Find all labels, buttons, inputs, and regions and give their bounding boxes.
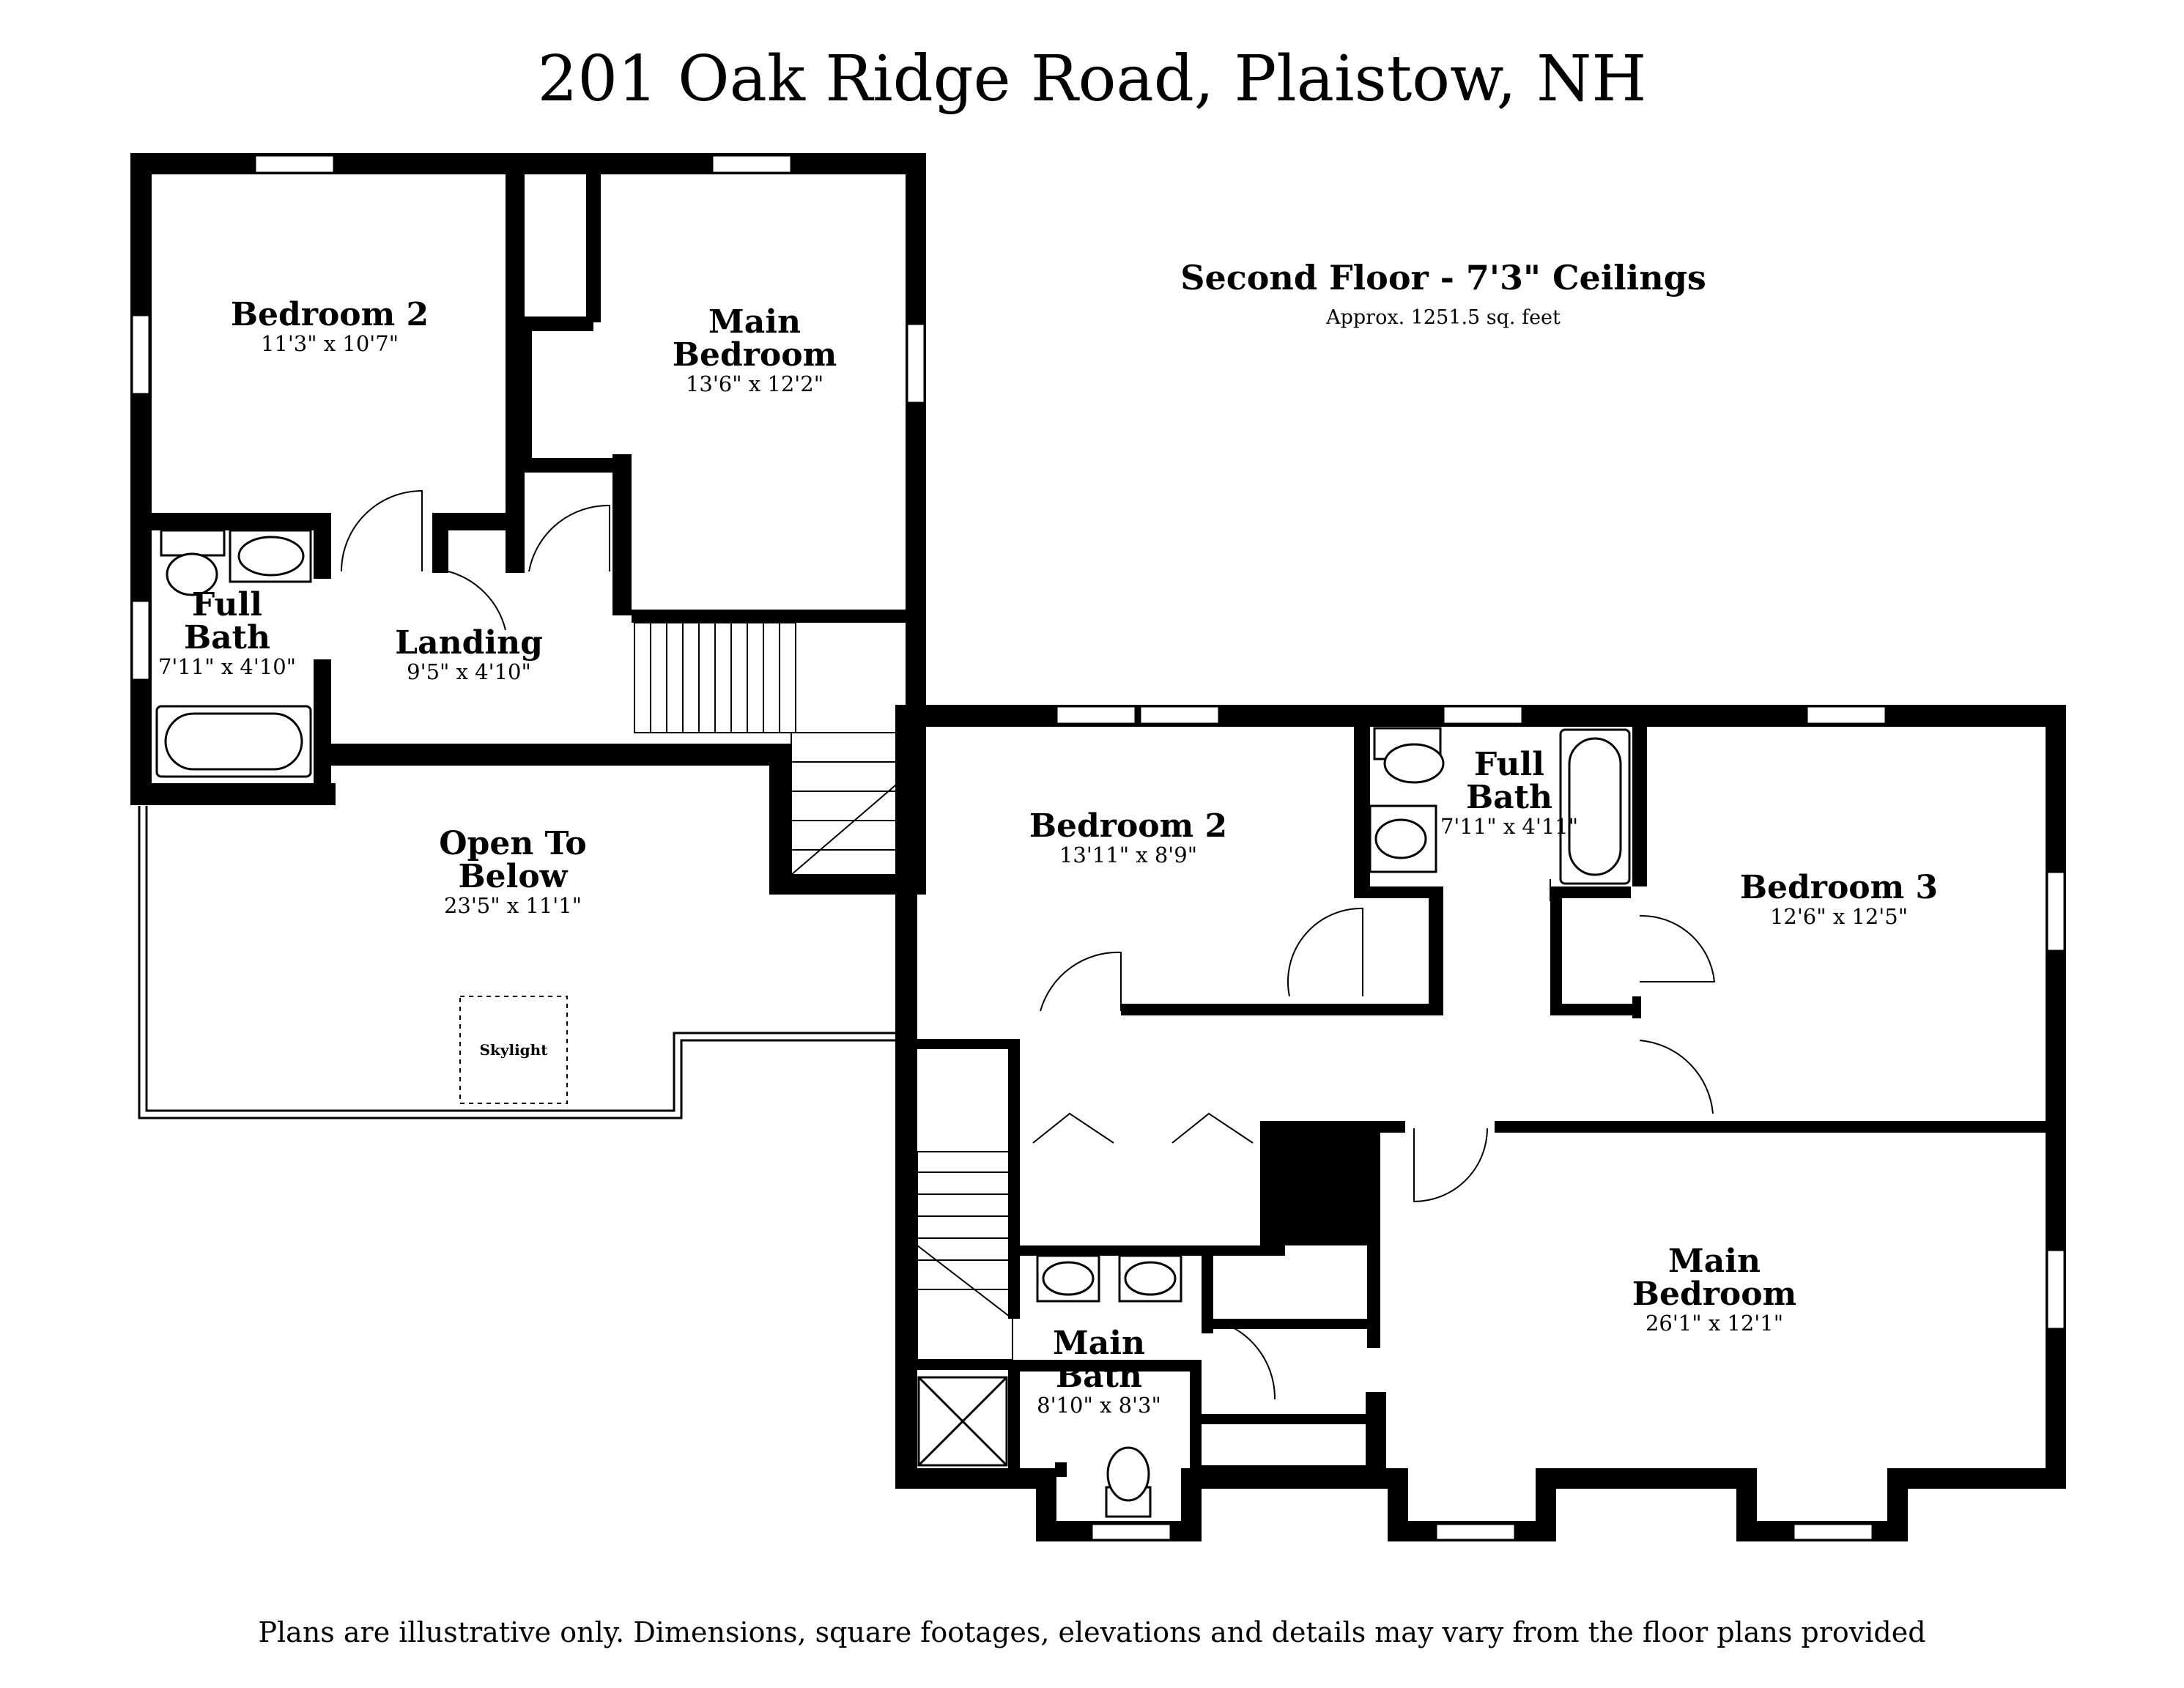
left-wing-windows bbox=[130, 154, 926, 681]
fixtures bbox=[155, 529, 1631, 1518]
page-title: 201 Oak Ridge Road, Plaistow, NH bbox=[537, 42, 1647, 116]
room-label-right-main-bedroom: Main Bedroom 26'1" x 12'1" bbox=[1632, 1243, 1797, 1336]
room-label-main-bath: Main Bath 8'10" x 8'3" bbox=[1037, 1325, 1161, 1418]
left-wing-walls bbox=[130, 153, 926, 895]
floor-title: Second Floor - 7'3" Ceilings bbox=[1180, 258, 1706, 297]
lower-stairs bbox=[917, 1151, 1013, 1361]
disclaimer-text: Plans are illustrative only. Dimensions,… bbox=[258, 1616, 1926, 1648]
room-label-left-main-bedroom: Main Bedroom 13'6" x 12'2" bbox=[672, 303, 837, 396]
room-label-right-full-bath: Full Bath 7'11" x 4'11" bbox=[1440, 746, 1579, 839]
open-to-below-outline bbox=[138, 806, 895, 1119]
floor-area: Approx. 1251.5 sq. feet bbox=[1326, 306, 1561, 329]
upper-stairs bbox=[634, 622, 906, 876]
room-label-open-to-below: Open To Below 23'5" x 11'1" bbox=[439, 825, 587, 918]
skylight-label: Skylight bbox=[479, 1041, 548, 1059]
room-label-right-bedroom-2: Bedroom 2 13'11" x 8'9" bbox=[1029, 807, 1228, 867]
room-label-left-full-bath: Full Bath 7'11" x 4'10" bbox=[158, 586, 297, 679]
room-label-landing: Landing 9'5" x 4'10" bbox=[395, 624, 543, 684]
room-label-left-bedroom-2: Bedroom 2 11'3" x 10'7" bbox=[230, 296, 429, 356]
room-label-bedroom-3: Bedroom 3 12'6" x 12'5" bbox=[1739, 869, 1939, 929]
right-wing-windows bbox=[1055, 705, 2066, 1541]
door-swings bbox=[341, 489, 1716, 1400]
